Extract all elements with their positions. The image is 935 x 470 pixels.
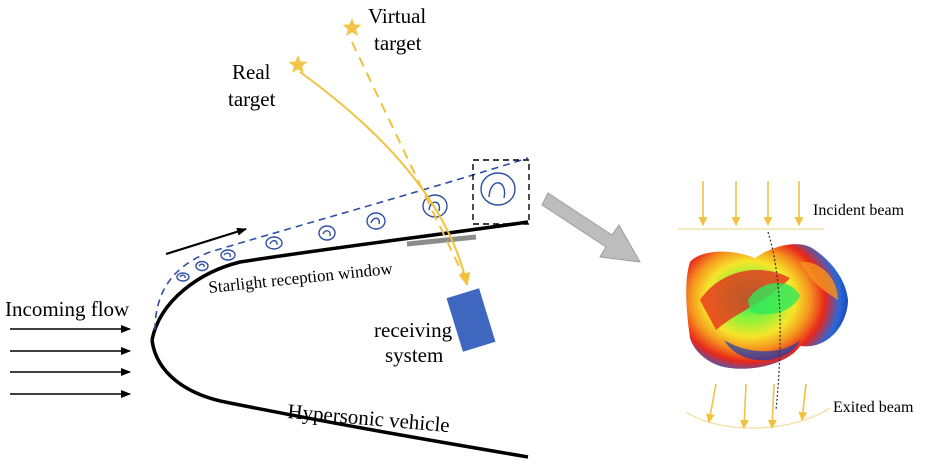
vehicle-lower-surface: [150, 339, 529, 459]
virtual-target-star-icon: [342, 18, 362, 36]
real-target-label-line2: target: [228, 87, 276, 111]
receiving-system-label-line2: system: [385, 343, 443, 367]
real-ray: [299, 71, 471, 286]
vortex-swirl: [265, 236, 283, 250]
real-target-star-icon: [288, 55, 308, 73]
exited-beam-arrow: [739, 383, 749, 429]
receiving-system-label-line1: receiving: [374, 318, 453, 342]
vortex-contour-image: [686, 244, 848, 369]
reception-window-plate: [406, 234, 477, 247]
exited-wavefront: [685, 407, 831, 429]
vortex-swirl: [480, 172, 516, 206]
incident-beam-label: Incident beam: [813, 202, 905, 219]
zoom-block-arrow: [541, 192, 641, 263]
virtual-ray: [351, 41, 468, 284]
incoming-flow-label: Incoming flow: [5, 297, 130, 321]
exited-beam-label: Exited beam: [833, 399, 914, 416]
exited-beam-arrow: [798, 383, 808, 421]
boundary-layer-line: [154, 157, 529, 331]
incoming-flow-arrows: [10, 325, 131, 398]
incident-beam-arrows: [698, 181, 804, 226]
exited-beam-arrows: [706, 383, 808, 429]
real-target-label-line1: Real: [232, 60, 271, 84]
vortex-swirl: [366, 212, 386, 230]
vehicle-label: Hypersonic vehicle: [287, 399, 451, 437]
vortex-swirl: [195, 260, 209, 272]
exited-beam-arrow: [767, 383, 777, 429]
vehicle-upper-surface: [150, 220, 529, 341]
flow-direction-arrow: [165, 227, 247, 256]
vortex-swirls: [176, 172, 516, 282]
exited-beam-arrow: [706, 383, 717, 423]
virtual-target-label-line2: target: [374, 31, 422, 55]
vortex-swirl: [318, 225, 336, 241]
vortex-swirl: [176, 272, 190, 282]
vortex-swirl: [220, 249, 236, 261]
receiving-system-box: [446, 288, 496, 352]
virtual-target-label-line1: Virtual: [368, 4, 426, 28]
